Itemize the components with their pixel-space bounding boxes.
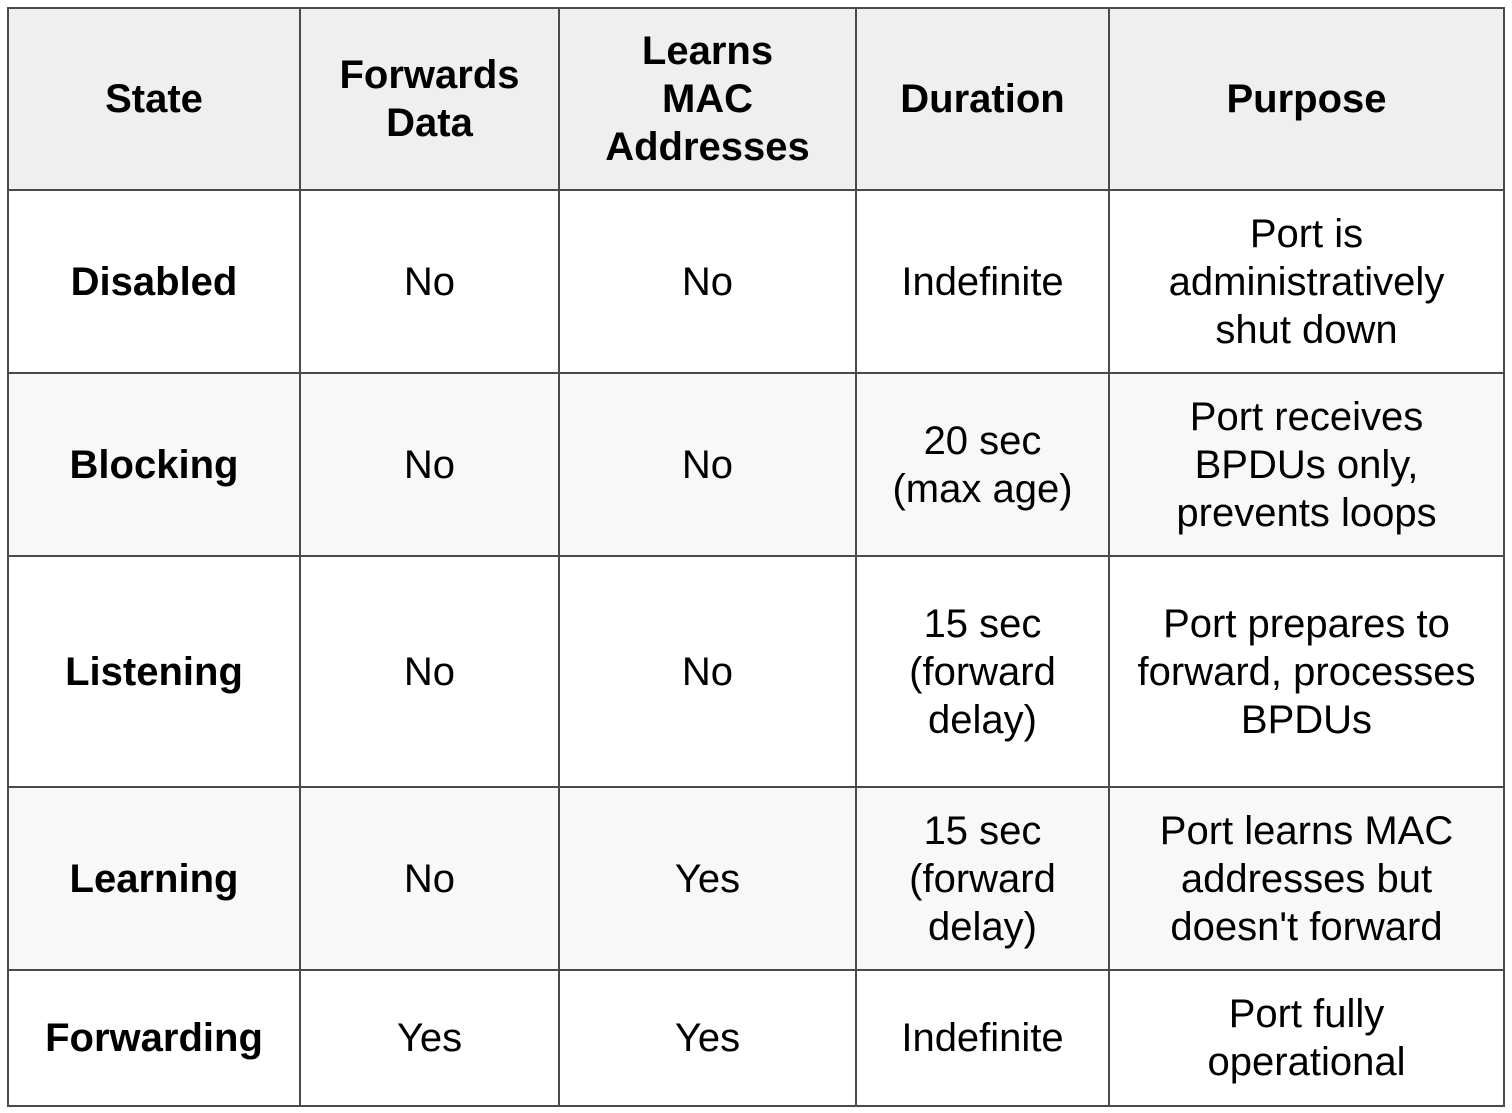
purpose-text: Port is administratively shut down — [1168, 211, 1445, 352]
learns-mac-cell: No — [558, 372, 857, 557]
purpose-cell: Port receives BPDUs only, prevents loops — [1108, 372, 1505, 557]
purpose-cell: Port learns MAC addresses but doesn't fo… — [1108, 786, 1505, 971]
header-forwards-data-label: Forwards Data — [339, 53, 520, 145]
forwards-data-cell: Yes — [299, 969, 560, 1107]
duration-text: 20 sec (max age) — [892, 418, 1073, 511]
state-cell: Listening — [7, 555, 301, 788]
learns-mac-cell: No — [558, 555, 857, 788]
purpose-text: Port learns MAC addresses but doesn't fo… — [1159, 808, 1454, 949]
header-forwards-data: Forwards Data — [299, 7, 560, 191]
duration-text: 15 sec (forward delay) — [909, 808, 1056, 949]
table-row: Forwarding Yes Yes Indefinite Port fully… — [7, 969, 1505, 1107]
table-row: Learning No Yes 15 sec (forward delay) P… — [7, 786, 1505, 971]
state-cell: Blocking — [7, 372, 301, 557]
header-duration: Duration — [855, 7, 1110, 191]
header-purpose: Purpose — [1108, 7, 1505, 191]
table-row: Disabled No No Indefinite Port is admini… — [7, 189, 1505, 374]
header-learns-mac: Learns MAC Addresses — [558, 7, 857, 191]
header-row: State Forwards Data Learns MAC Addresses… — [7, 7, 1505, 191]
purpose-cell: Port prepares to forward, processes BPDU… — [1108, 555, 1505, 788]
forwards-data-cell: No — [299, 555, 560, 788]
purpose-cell: Port is administratively shut down — [1108, 189, 1505, 374]
forwards-data-cell: No — [299, 372, 560, 557]
learns-mac-cell: Yes — [558, 786, 857, 971]
table-body: Disabled No No Indefinite Port is admini… — [7, 189, 1505, 1107]
state-cell: Disabled — [7, 189, 301, 374]
purpose-text: Port prepares to forward, processes BPDU… — [1137, 601, 1476, 742]
forwards-data-cell: No — [299, 786, 560, 971]
purpose-text: Port fully operational — [1207, 992, 1406, 1084]
header-state: State — [7, 7, 301, 191]
state-cell: Learning — [7, 786, 301, 971]
table-row: Blocking No No 20 sec (max age) Port rec… — [7, 372, 1505, 557]
purpose-text: Port receives BPDUs only, prevents loops — [1176, 394, 1437, 535]
learns-mac-cell: Yes — [558, 969, 857, 1107]
duration-cell: Indefinite — [855, 189, 1110, 374]
stp-port-states-table: State Forwards Data Learns MAC Addresses… — [7, 7, 1505, 1107]
duration-text: 15 sec (forward delay) — [909, 601, 1056, 742]
purpose-cell: Port fully operational — [1108, 969, 1505, 1107]
duration-cell: 15 sec (forward delay) — [855, 555, 1110, 788]
header-learns-mac-label: Learns MAC Addresses — [605, 29, 810, 169]
duration-cell: 20 sec (max age) — [855, 372, 1110, 557]
table-row: Listening No No 15 sec (forward delay) P… — [7, 555, 1505, 788]
table-header: State Forwards Data Learns MAC Addresses… — [7, 7, 1505, 191]
state-cell: Forwarding — [7, 969, 301, 1107]
duration-cell: Indefinite — [855, 969, 1110, 1107]
duration-cell: 15 sec (forward delay) — [855, 786, 1110, 971]
forwards-data-cell: No — [299, 189, 560, 374]
learns-mac-cell: No — [558, 189, 857, 374]
